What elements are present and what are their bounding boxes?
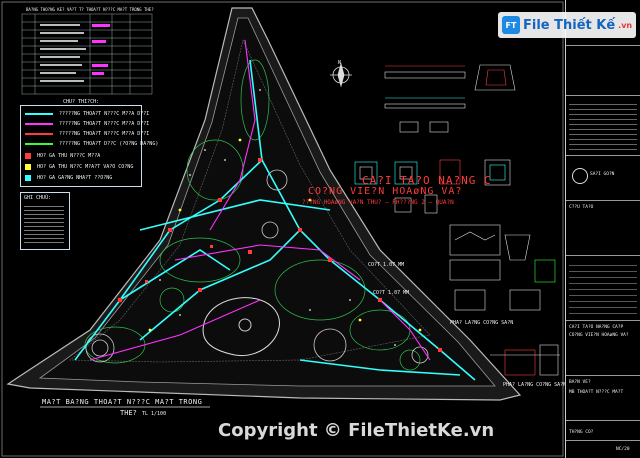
annotation: PHA? LA?NG CO?NG SA?N (450, 320, 514, 326)
notes-box: GHI CHUÚ: (20, 192, 70, 250)
plan-title: MA?T BA?NG THOA?T N???C MA?T TRONG (42, 398, 203, 406)
north-arrow-icon (330, 62, 352, 88)
logo-domain: .vn (618, 20, 633, 30)
site-logo[interactable]: FT File Thiết Kế .vn (498, 12, 637, 38)
north-label: N (338, 60, 342, 66)
fountain (238, 318, 252, 332)
company-logo-icon (572, 168, 588, 184)
table-entries (92, 24, 110, 75)
manholes (118, 158, 442, 352)
tb-row: CO?NG VIE?N HOAøNG VA? (569, 333, 629, 338)
tb-row: TH?NG CO? (569, 430, 594, 435)
logo-mark-icon: FT (502, 16, 520, 34)
annotation: PHA? LA?NG CO?NG SA?N (503, 382, 567, 388)
logo-text: File Thiết Kế (523, 17, 616, 33)
tb-row: CA?I TA?O NA?NG CA?P (569, 325, 624, 330)
company-name: SA?I GO?N (590, 172, 615, 177)
plan-title-cont: THE? (120, 409, 137, 417)
tb-row: MB THOA?T N???C MA?T (569, 390, 624, 395)
park-boundary (6, 7, 522, 401)
tree-dots (159, 89, 396, 346)
sheet-number: NC/20 (616, 447, 630, 452)
drawing-title-line2: CO?NG VIE?N HOAøNG VA? (308, 186, 463, 197)
notes-title: GHI CHUÚ: (24, 195, 52, 201)
legend-item: ?????NG THOA?T N???C M??A D??I (25, 110, 149, 117)
planting-areas (84, 59, 421, 371)
round-plazas (85, 169, 429, 364)
legend-item: ?????NG THOA?T N???C M??A D??I (25, 120, 149, 127)
tb-row: C??U TA?O (569, 205, 594, 210)
annotation: CO?T 1.07 MM (373, 290, 410, 296)
legend-item: HO? GA THU N???C M??A (25, 152, 100, 159)
drain-pipes-magenta (89, 39, 431, 361)
annotation: CO?T 1.07 MM (368, 262, 405, 268)
legend-item: HO? GA GA?NG NHA?T ??O?NG (25, 174, 112, 181)
section-details (354, 64, 560, 376)
drawing-title-line3: ???NG HOAøNG VA?N THU? – PH???NG 2 – QUA… (302, 199, 454, 206)
cad-plan-canvas[interactable] (0, 0, 565, 458)
legend-item: ?????NG THOA?T N???C M??A D??I (25, 130, 149, 137)
tb-row: BA?N VE? (569, 380, 591, 385)
legend-item: ?????NG THOA?T D??C (?O?NG DA?NG) (25, 140, 158, 147)
title-block-signatures (569, 260, 637, 315)
legend-box: CHU? THI?CH: ?????NG THOA?T N???C M??A D… (20, 99, 158, 187)
table-title: BA?NG THO?NG KE? VA?T T? THOA?T N???C MA… (26, 7, 154, 12)
legend-item: HO? GA THU N??C M?A?T VA?O CO?NG (25, 163, 133, 170)
copyright-watermark: Copyright © FileThietKe.vn (218, 420, 495, 441)
table-grid (21, 13, 153, 95)
plan-scale: TL 1/100 (142, 411, 167, 417)
notes-text (24, 203, 64, 243)
legend-title: CHU? THI?CH: (61, 99, 102, 105)
drawing-frame (1, 1, 564, 457)
pond (202, 297, 280, 356)
title-block: SA?I GO?N C??U TA?O CA?I TA?O NA?NG CA?P… (565, 0, 640, 458)
title-block-notes (569, 100, 637, 150)
fixtures (148, 138, 422, 332)
drawing-title-line1: CA?I TA?O NA?NG C (362, 174, 492, 187)
